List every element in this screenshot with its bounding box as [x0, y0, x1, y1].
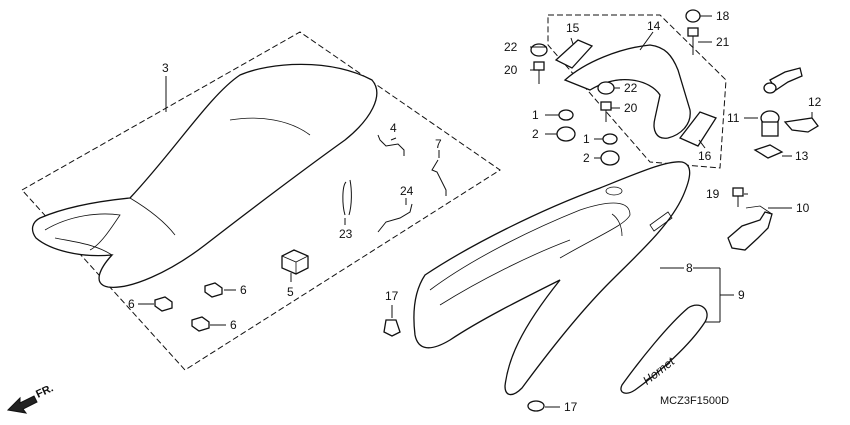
label-8: 8: [686, 261, 693, 275]
bolt-20-b: [600, 101, 612, 122]
label-10: 10: [796, 201, 810, 215]
label-24: 24: [400, 184, 414, 198]
label-15: 15: [566, 21, 580, 35]
nut-6-b: [204, 282, 223, 298]
lock-cable-12: [783, 117, 819, 133]
nut-6-a: [154, 296, 173, 312]
label-6-a: 6: [128, 297, 135, 311]
clip-17-a: [383, 319, 401, 337]
front-arrow-icon: FR.: [6, 382, 55, 414]
hornet-emblem: Hornet: [620, 304, 708, 394]
label-9: 9: [738, 288, 745, 302]
label-11: 11: [727, 111, 740, 125]
label-17-b: 17: [564, 400, 578, 414]
label-21: 21: [716, 35, 730, 49]
grommet-22-a: [530, 43, 548, 57]
nut-6-c: [191, 316, 210, 332]
front-label: FR.: [34, 382, 55, 400]
grabrail-group-box: [547, 14, 727, 169]
seat-lock-11: [760, 67, 803, 137]
label-19: 19: [706, 187, 720, 201]
label-22-a: 22: [504, 40, 518, 54]
hook-4: [377, 134, 405, 156]
label-20-a: 20: [504, 63, 518, 77]
bolt-20-a: [533, 61, 545, 84]
clip-17-b: [527, 400, 545, 412]
lock-cover-13: [753, 144, 784, 159]
label-23: 23: [339, 227, 353, 241]
label-4: 4: [390, 121, 397, 135]
diagram-code: MCZ3F1500D: [660, 395, 729, 407]
label-18: 18: [716, 9, 730, 23]
label-12: 12: [808, 95, 822, 109]
label-14: 14: [647, 19, 661, 33]
rubber-2-a: [556, 126, 576, 142]
collar-1-a: [558, 109, 574, 121]
hook-24: [377, 203, 413, 233]
label-3: 3: [162, 61, 169, 75]
label-6-c: 6: [230, 318, 237, 332]
seat: [31, 63, 378, 288]
rubber-2-b: [600, 150, 620, 166]
label-1-a: 1: [532, 108, 539, 122]
label-6-b: 6: [240, 283, 247, 297]
label-1-b: 1: [583, 132, 590, 146]
label-17-a: 17: [385, 289, 399, 303]
collar-1-b: [602, 133, 618, 145]
label-7: 7: [435, 137, 442, 151]
label-22-b: 22: [624, 81, 638, 95]
bracket-15: [554, 39, 594, 69]
bracket-16: [678, 111, 717, 147]
label-2-a: 2: [532, 127, 539, 141]
label-20-b: 20: [624, 101, 638, 115]
lock-bracket-10: [727, 205, 773, 251]
bolt-19: [732, 187, 744, 207]
label-13: 13: [795, 149, 809, 163]
label-5: 5: [287, 285, 294, 299]
cap-18: [685, 9, 701, 23]
strap-23: [342, 179, 352, 216]
label-2-b: 2: [583, 151, 590, 165]
label-16: 16: [698, 149, 712, 163]
rear-cowl: [413, 161, 691, 396]
seat-group-box: [21, 31, 501, 371]
leader-lines: [138, 15, 813, 408]
bolt-21: [687, 27, 699, 55]
hook-7: [431, 159, 447, 196]
grommet-22-b: [597, 81, 615, 95]
damper-5: [281, 249, 309, 275]
